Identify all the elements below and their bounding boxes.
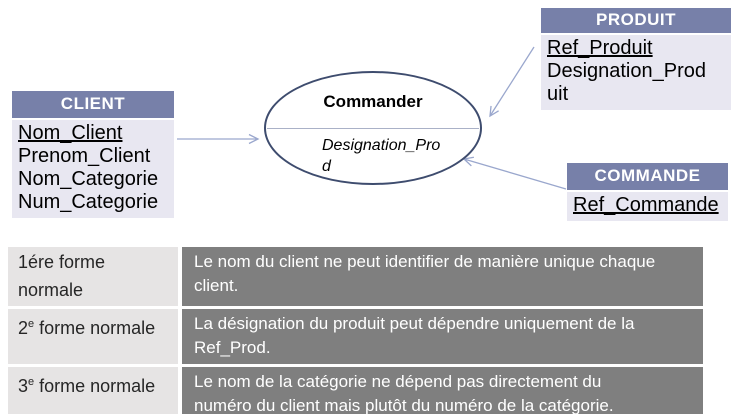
attribute-designation-produit: Designation_Produit — [547, 60, 706, 105]
term-text-post: forme normale — [34, 318, 156, 338]
term-text: 2 — [18, 318, 29, 338]
table-row-3nf: 3e forme normale Le nom de la catégorie … — [8, 367, 703, 414]
normal-forms-table: 1ére forme normale Le nom du client ne p… — [8, 247, 703, 414]
entity-commande-attributes: Ref_Commande — [567, 192, 728, 221]
attribute-ref-commande: Ref_Commande — [573, 194, 719, 216]
table-row-1nf: 1ére forme normale Le nom du client ne p… — [8, 247, 703, 306]
table-term-3nf: 3e forme normale — [8, 367, 178, 414]
attribute-prenom-client: Prenom_Client — [18, 145, 151, 167]
entity-commande: COMMANDE Ref_Commande — [567, 163, 728, 221]
attribute-num-categorie: Num_Categorie — [18, 191, 159, 213]
relation-attribute-designation-prod: Designation_Prod — [322, 137, 441, 175]
attribute-ref-produit: Ref_Produit — [547, 37, 653, 59]
entity-produit: PRODUIT Ref_Produit Designation_Produit — [541, 8, 731, 110]
entity-client: CLIENT Nom_Client Prenom_Client Nom_Cate… — [12, 91, 174, 218]
arrow-produit-to-commander — [489, 46, 535, 118]
table-row-2nf: 2e forme normale La désignation du produ… — [8, 309, 703, 364]
table-desc-1nf: Le nom du client ne peut identifier de m… — [182, 247, 703, 306]
entity-commande-title: COMMANDE — [567, 163, 728, 190]
entity-produit-attributes: Ref_Produit Designation_Produit — [541, 35, 731, 110]
entity-client-attributes: Nom_Client Prenom_Client Nom_Categorie N… — [12, 120, 174, 218]
table-term-2nf: 2e forme normale — [8, 309, 178, 364]
term-text: 1ére forme normale — [18, 252, 106, 300]
table-desc-2nf: La désignation du produit peut dépendre … — [182, 309, 703, 364]
entity-client-title: CLIENT — [12, 91, 174, 118]
arrow-commande-to-commander — [462, 156, 567, 190]
entity-produit-title: PRODUIT — [541, 8, 731, 33]
attribute-nom-categorie: Nom_Categorie — [18, 168, 159, 190]
term-sup: e — [28, 318, 35, 330]
table-term-1nf: 1ére forme normale — [8, 247, 178, 306]
term-sup: e — [28, 376, 35, 388]
relation-commander: Commander Designation_Prod — [264, 71, 482, 185]
relation-commander-title: Commander — [323, 92, 423, 111]
attribute-nom-client: Nom_Client — [18, 122, 123, 144]
relation-divider — [267, 128, 479, 129]
term-text-post: forme normale — [34, 376, 156, 396]
table-desc-3nf: Le nom de la catégorie ne dépend pas dir… — [182, 367, 703, 414]
term-text: 3 — [18, 376, 29, 396]
